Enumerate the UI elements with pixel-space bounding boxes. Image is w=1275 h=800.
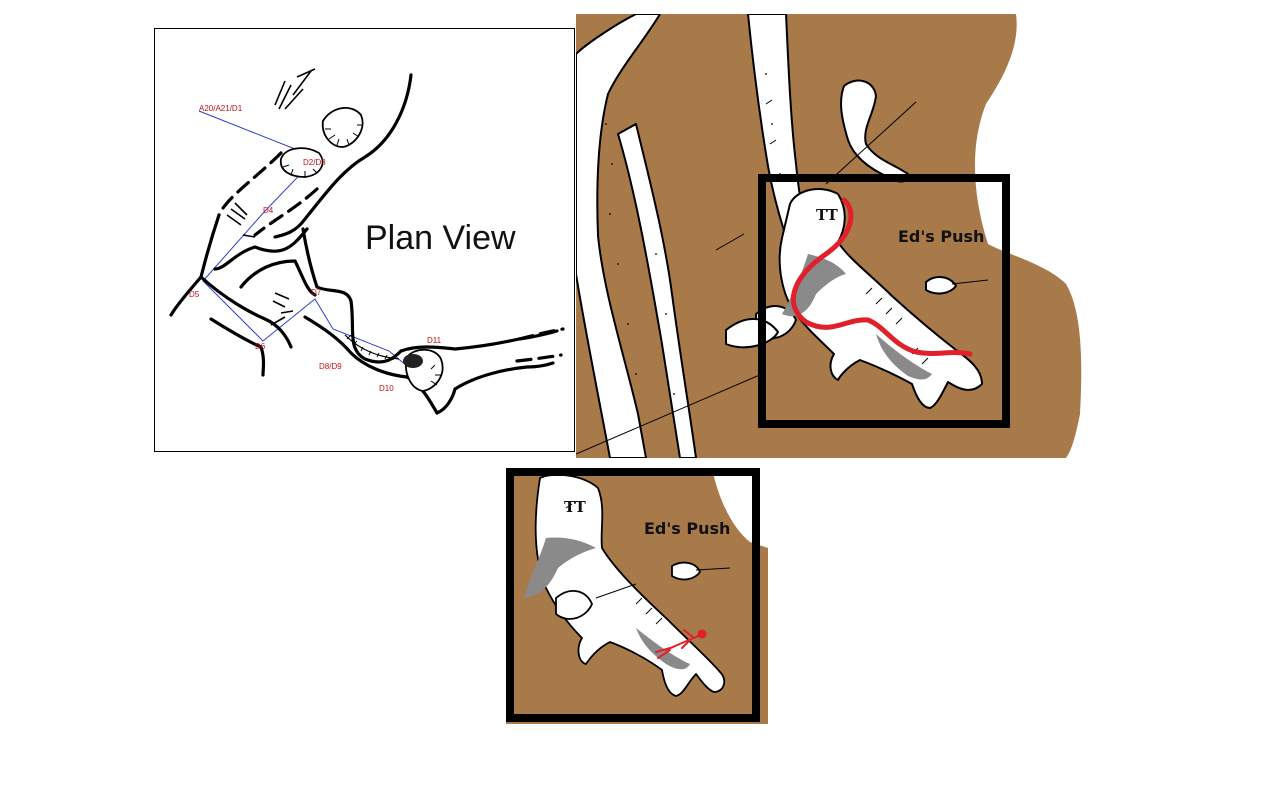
rubble-marks <box>226 68 316 326</box>
boulders <box>279 107 444 392</box>
inset-wall-ticks <box>565 503 663 625</box>
detail-map: Ed's Push TT <box>576 14 1082 458</box>
plan-view-title: Plan View <box>365 219 516 257</box>
station-label-d5: D5 <box>189 290 200 299</box>
eds-push-label: Ed's Push <box>898 227 984 246</box>
detail-map-panel: Ed's Push TT <box>576 14 1086 458</box>
station-label-d7: D7 <box>311 288 322 297</box>
plan-view-survey: A20/A21/D1 D2/D3 D4 D5 D6 D7 D8/D9 D10 D… <box>169 68 565 415</box>
section-lines <box>576 101 989 455</box>
detail-frame <box>758 174 1010 428</box>
explored-route <box>790 197 973 357</box>
dashed-walls <box>217 151 565 363</box>
person-figure-icon <box>655 629 707 659</box>
inset-section-lines <box>595 567 731 599</box>
station-label-d10: D10 <box>379 384 394 393</box>
inset-frame <box>506 468 760 722</box>
station-label-a20: A20/A21/D1 <box>199 104 243 113</box>
inset-grey-floor-lower <box>636 628 690 670</box>
grey-floor-lower <box>876 334 932 380</box>
sump-pool <box>403 354 423 368</box>
station-label-d8: D8/D9 <box>319 362 342 371</box>
ledge-ticks <box>344 334 400 361</box>
station-label-d11: D11 <box>427 336 442 345</box>
tt-label: TT <box>816 206 839 224</box>
grey-floor <box>782 254 846 317</box>
cave-walls <box>169 73 559 415</box>
station-label-d2: D2/D3 <box>303 158 326 167</box>
inset-tt-label: TT <box>564 498 587 516</box>
inset-passages <box>534 473 726 697</box>
inset-map-panel: Ed's Push TT <box>506 468 768 724</box>
stipple <box>605 73 781 395</box>
plan-view-panel: A20/A21/D1 D2/D3 D4 D5 D6 D7 D8/D9 D10 D… <box>154 28 575 452</box>
station-label-d6: D6 <box>255 342 266 351</box>
boulder-ticks <box>282 124 441 386</box>
inset-grey-floor <box>524 537 596 598</box>
station-label-d4: D4 <box>263 206 274 215</box>
inset-eds-push-label: Ed's Push <box>644 519 730 538</box>
inset-map: Ed's Push TT <box>506 468 768 724</box>
